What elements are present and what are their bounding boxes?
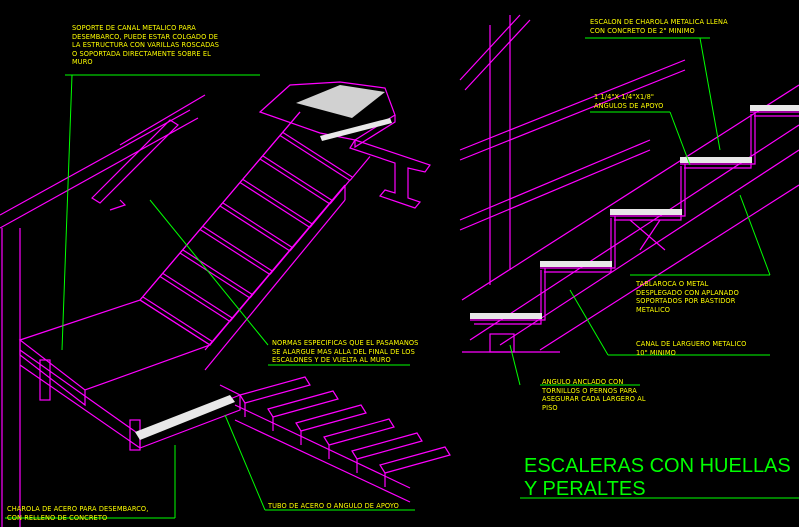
iso-step — [239, 158, 331, 229]
section-step — [610, 164, 686, 217]
section-step-inner — [474, 270, 542, 325]
iso-step-nosing — [182, 249, 254, 296]
section-step-inner — [684, 114, 752, 169]
concrete-tread — [680, 157, 752, 163]
iso-step-nosing — [242, 178, 314, 226]
iso-step — [219, 182, 311, 252]
section-step — [540, 216, 616, 269]
iso-step — [179, 229, 271, 299]
label-charola-acero: CHAROLA DE ACERO PARA DESEMBARCO, CON RE… — [7, 505, 149, 522]
iso-step-nosing — [222, 202, 294, 249]
label-soporte-canal: SOPORTE DE CANAL METALICO PARA DESEMBARC… — [72, 24, 220, 67]
lower-step — [239, 376, 311, 404]
label-tubo-acero: TUBO DE ACERO O ANGULO DE APOYO — [268, 502, 399, 510]
label-tablaroca: TABLAROCA O METAL DESPLEGADO CON APLANAD… — [636, 280, 739, 314]
concrete-tread — [470, 313, 542, 319]
lower-steps — [239, 376, 451, 487]
iso-step-nosing — [282, 131, 354, 179]
concrete-tread — [540, 261, 612, 267]
iso-step — [259, 135, 351, 205]
iso-step-nosing — [202, 225, 274, 273]
concrete-tread — [610, 209, 682, 215]
stair-section — [459, 14, 799, 353]
iso-step — [159, 252, 251, 323]
section-step-inner — [614, 166, 682, 221]
iso-step — [199, 205, 291, 276]
lower-step — [295, 404, 367, 432]
lower-step — [323, 418, 395, 446]
drawing-title-line1: ESCALERAS CON HUELLAS — [524, 455, 791, 477]
label-normas-pasamanos: NORMAS ESPECIFICAS QUE EL PASAMANOS SE A… — [272, 339, 419, 365]
section-step-inner — [544, 218, 612, 273]
label-angulos-apoyo: 1 1/4"X 1/4"X1/8" ANGULOS DE APOYO — [594, 93, 664, 110]
section-step — [750, 111, 799, 113]
drawing-title-line2: Y PERALTES — [524, 478, 646, 500]
iso-step — [139, 276, 231, 346]
iso-step-nosing — [162, 272, 234, 320]
label-canal-larguero: CANAL DE LARGUERO METALICO 10" MINIMO — [636, 340, 747, 357]
concrete-tread — [750, 105, 799, 111]
section-steps — [470, 105, 799, 325]
label-escalon-charola: ESCALON DE CHAROLA METALICA LLENA CON CO… — [590, 18, 728, 35]
section-step-inner — [754, 115, 799, 117]
label-angulo-anclado: ANGULO ANCLADO CON TORNILLOS O PERNOS PA… — [542, 378, 646, 412]
lower-step — [351, 432, 423, 460]
lower-step — [267, 390, 339, 418]
isometric-stair — [0, 81, 451, 527]
annotation-leaders — [5, 37, 799, 519]
lower-step — [379, 446, 451, 474]
iso-step-nosing — [142, 296, 214, 343]
iso-step-nosing — [262, 155, 334, 202]
section-step — [680, 112, 756, 165]
section-step — [470, 268, 546, 321]
